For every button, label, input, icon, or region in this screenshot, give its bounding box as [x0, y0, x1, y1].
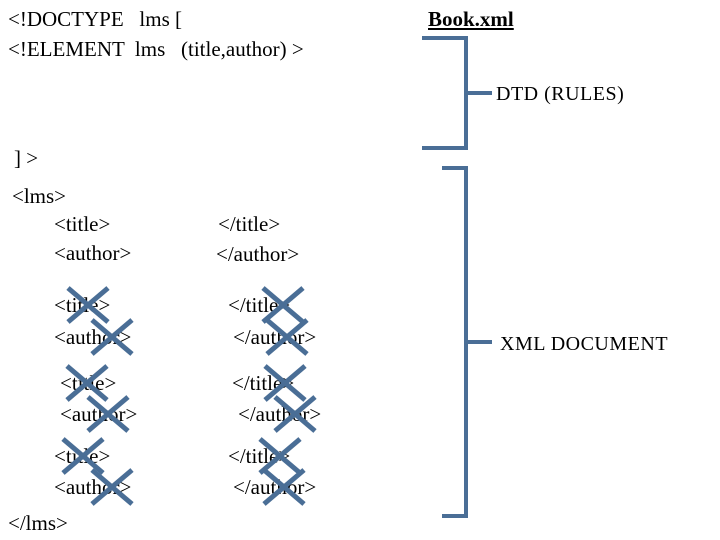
- cross-stroke: [65, 364, 109, 402]
- file-title: Book.xml: [428, 7, 514, 31]
- cross-mark: [265, 318, 309, 356]
- cross-mark: [262, 468, 306, 506]
- cross-stroke: [61, 437, 105, 475]
- dtd-doctype-line: <!DOCTYPE lms [: [8, 7, 183, 31]
- cross-mark: [263, 364, 307, 402]
- dtd-element-line: <!ELEMENT lms (title,author) >: [8, 37, 304, 61]
- cross-mark: [261, 286, 305, 324]
- xml-row-close: </title>: [218, 212, 281, 236]
- xml-root-open: <lms>: [12, 184, 67, 208]
- cross-mark: [90, 468, 134, 506]
- xml-bracket: [442, 166, 468, 518]
- xml-row-open: <author>: [54, 241, 132, 265]
- cross-mark: [86, 395, 130, 433]
- cross-mark: [258, 437, 302, 475]
- xml-row-open: <title>: [54, 212, 111, 236]
- dtd-label: DTD (RULES): [496, 83, 625, 105]
- xml-row-close: </author>: [216, 242, 300, 266]
- cross-stroke: [90, 318, 134, 356]
- cross-stroke: [263, 364, 307, 402]
- dtd-close-line: ] >: [14, 146, 39, 170]
- xml-root-close: </lms>: [8, 511, 68, 535]
- cross-mark: [61, 437, 105, 475]
- xml-label: XML DOCUMENT: [500, 333, 669, 355]
- cross-stroke: [90, 468, 134, 506]
- cross-stroke: [261, 286, 305, 324]
- cross-stroke: [262, 468, 306, 506]
- cross-mark: [66, 286, 110, 324]
- cross-stroke: [86, 395, 130, 433]
- dtd-bracket: [422, 36, 468, 150]
- cross-mark: [273, 395, 317, 433]
- cross-stroke: [273, 395, 317, 433]
- cross-stroke: [265, 318, 309, 356]
- cross-stroke: [66, 286, 110, 324]
- cross-mark: [65, 364, 109, 402]
- cross-stroke: [258, 437, 302, 475]
- cross-mark: [90, 318, 134, 356]
